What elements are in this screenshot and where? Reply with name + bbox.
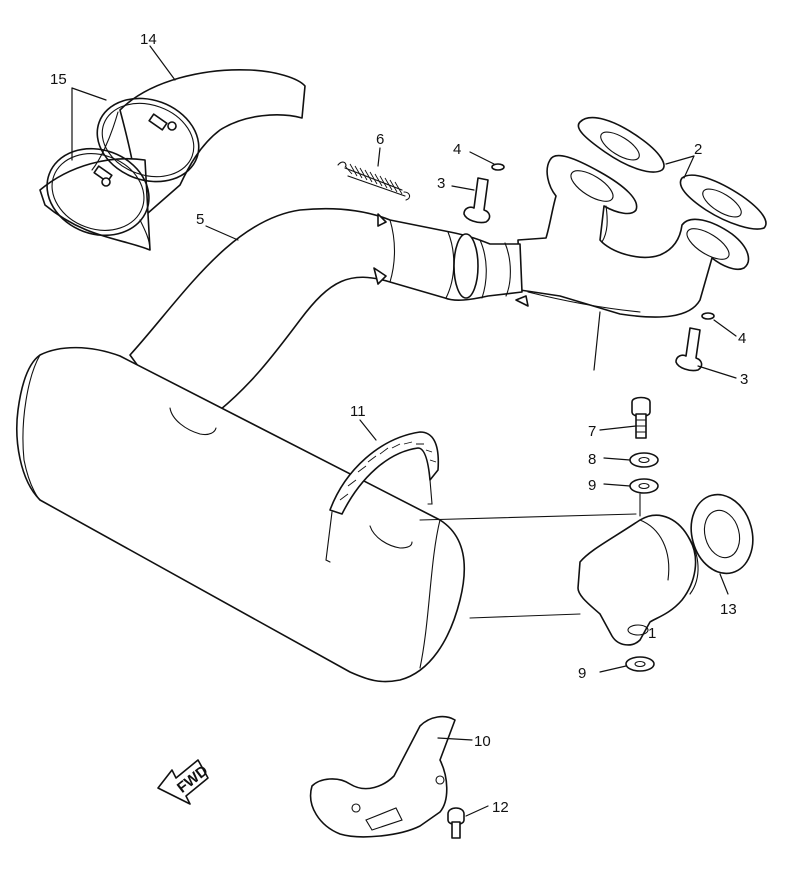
callout-3-lower: 3: [740, 371, 748, 388]
callout-12: 12: [492, 799, 509, 816]
fwd-arrow-icon: FWD: [157, 759, 211, 805]
callout-9-upper: 9: [588, 477, 596, 494]
part-4-lock-washer-upper: [491, 163, 505, 171]
part-9-washer-upper: [629, 478, 659, 494]
callout-1: 1: [648, 625, 656, 642]
part-12-bolt: [447, 807, 465, 839]
part-5-muffler-assembly: [16, 207, 529, 683]
part-3-bolt-lower: [675, 327, 703, 372]
callout-14: 14: [140, 31, 157, 48]
part-13-grommet: [690, 493, 754, 575]
callout-9-lower: 9: [578, 665, 586, 682]
callout-6: 6: [376, 131, 384, 148]
part-6-spring: [337, 161, 411, 201]
callout-13: 13: [720, 601, 737, 618]
part-1-exhaust-header: [517, 154, 750, 318]
part-10-bracket: [309, 715, 456, 838]
leader-lines: [71, 45, 737, 817]
part-11-band: [325, 431, 440, 563]
part-4-lock-washer-lower: [701, 312, 715, 320]
part-2-gaskets: [577, 116, 767, 230]
callout-15: 15: [50, 71, 67, 88]
callout-8: 8: [588, 451, 596, 468]
callout-3-upper: 3: [437, 175, 445, 192]
callout-10: 10: [474, 733, 491, 750]
callout-2: 2: [694, 141, 702, 158]
part-3-bolt-upper: [463, 177, 491, 224]
part-7-bolt: [631, 396, 651, 439]
callout-4-lower: 4: [738, 330, 746, 347]
part-1-tail-outlet: [577, 514, 699, 646]
part-9-washer-lower: [625, 656, 655, 672]
callout-7: 7: [588, 423, 596, 440]
callout-labels: 14 15 6 4 3 2 5 4 3 11 7 8 9 13 1 9 10 1…: [50, 31, 748, 816]
callout-11: 11: [350, 403, 366, 420]
callout-4-upper: 4: [453, 141, 461, 158]
part-8-washer: [629, 452, 659, 468]
callout-5: 5: [196, 211, 204, 228]
part-15-hose-clamps: [46, 97, 200, 237]
